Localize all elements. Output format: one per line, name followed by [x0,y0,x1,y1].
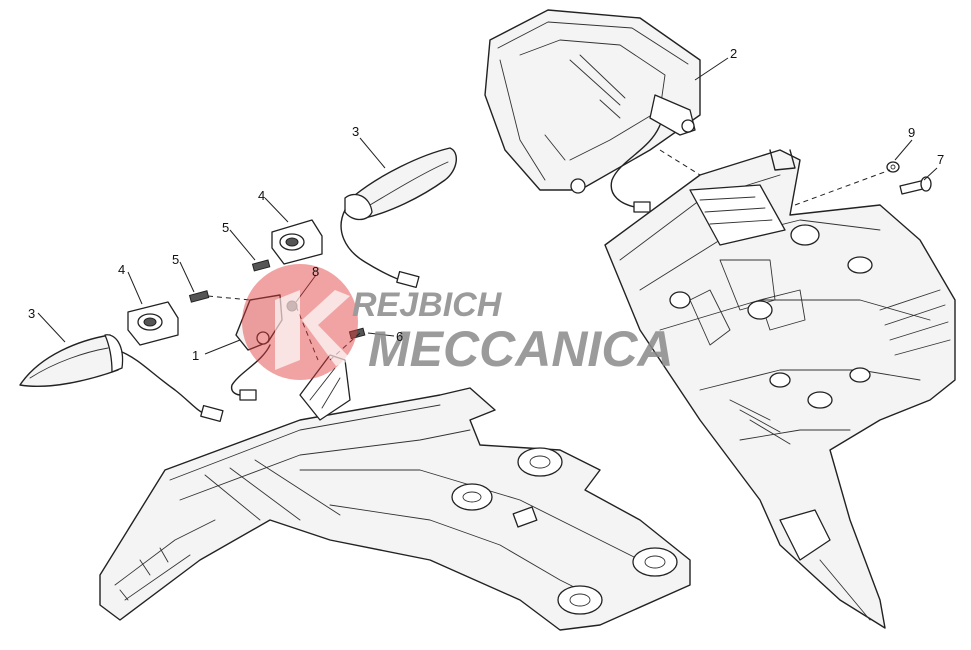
screw-6 [348,327,366,340]
callout-8: 8 [312,264,319,279]
rubber-mount-right [271,219,323,265]
watermark-line-1: REJBICH [352,286,503,324]
rubber-mount-left [127,301,179,346]
screw-5a [188,290,210,303]
callout-5-left: 5 [172,252,179,267]
rear-undertray [604,149,956,629]
turn-indicator-left [19,334,224,423]
turn-indicator-right [340,147,457,289]
callout-2: 2 [730,46,737,61]
callout-leaders [37,57,938,355]
callout-6: 6 [396,329,403,344]
plate-holder-bracket [99,354,691,631]
washer-9 [886,161,900,173]
watermark-line-2: MECCANICA [368,321,674,377]
screw-5b [251,259,271,272]
callout-3-left: 3 [28,306,35,321]
callout-7: 7 [937,152,944,167]
callout-4-right: 4 [258,188,265,203]
callout-numbers: 1 2 3 3 4 4 5 5 6 7 8 9 [28,46,944,363]
plate-light [230,294,283,401]
screw-7 [899,176,932,195]
callout-3-right: 3 [352,124,359,139]
callout-9: 9 [908,125,915,140]
callout-4-left: 4 [118,262,125,277]
watermark-logo: REJBICH MECCANICA [242,264,674,380]
tail-light-unit [484,9,701,213]
callout-5-right: 5 [222,220,229,235]
callout-1: 1 [192,348,199,363]
